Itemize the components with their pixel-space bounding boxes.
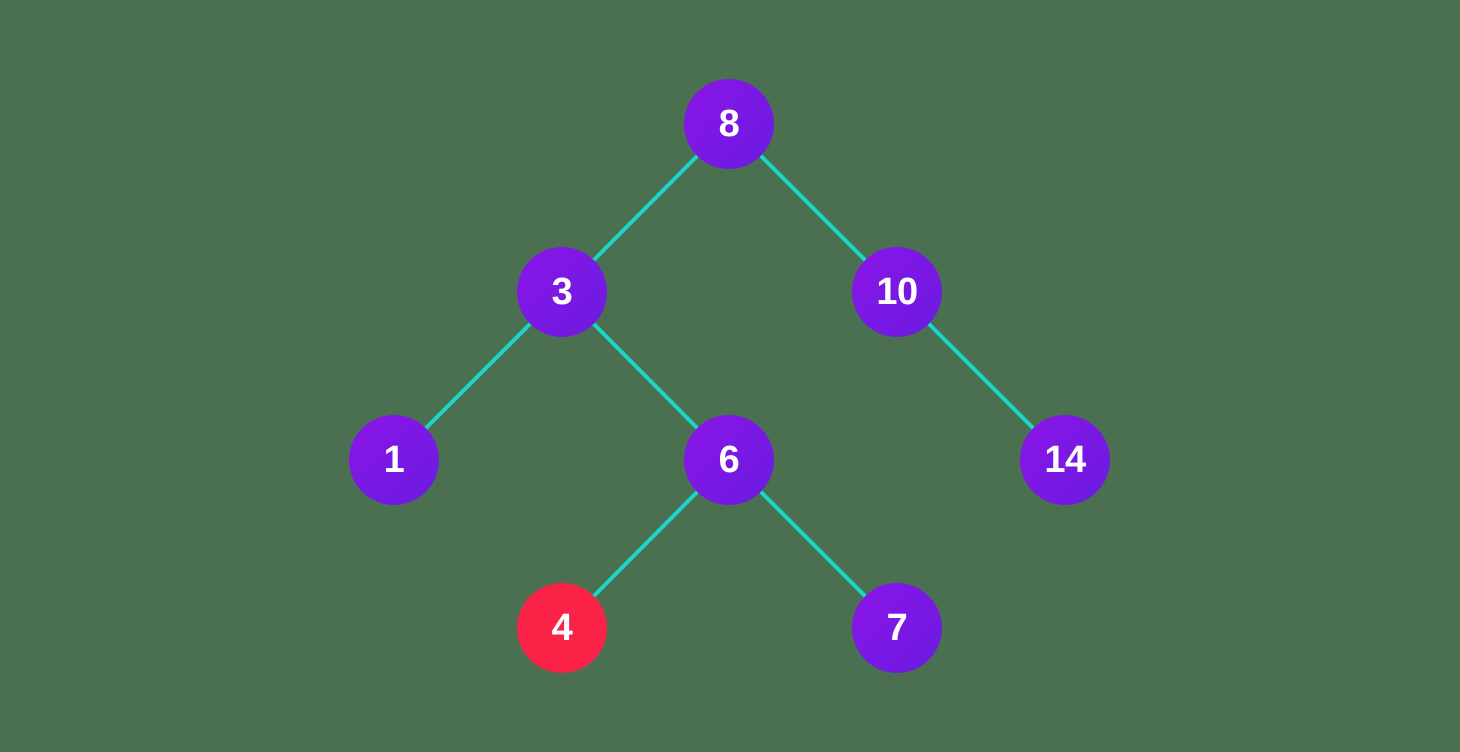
tree-node-label: 10 <box>876 271 918 313</box>
tree-node-8[interactable]: 8 <box>684 79 774 169</box>
tree-node-label: 6 <box>718 439 740 481</box>
tree-node-label: 4 <box>551 607 573 649</box>
tree-node-label: 8 <box>718 103 740 145</box>
tree-node-10[interactable]: 10 <box>852 247 942 337</box>
tree-node-7[interactable]: 7 <box>852 583 942 673</box>
tree-node-label: 3 <box>551 271 573 313</box>
tree-node-14[interactable]: 14 <box>1020 415 1110 505</box>
tree-node-6[interactable]: 6 <box>684 415 774 505</box>
tree-node-1[interactable]: 1 <box>349 415 439 505</box>
tree-node-4[interactable]: 4 <box>517 583 607 673</box>
tree-node-label: 7 <box>886 607 908 649</box>
tree-node-label: 14 <box>1044 439 1086 481</box>
tree-node-label: 1 <box>383 439 405 481</box>
tree-node-3[interactable]: 3 <box>517 247 607 337</box>
